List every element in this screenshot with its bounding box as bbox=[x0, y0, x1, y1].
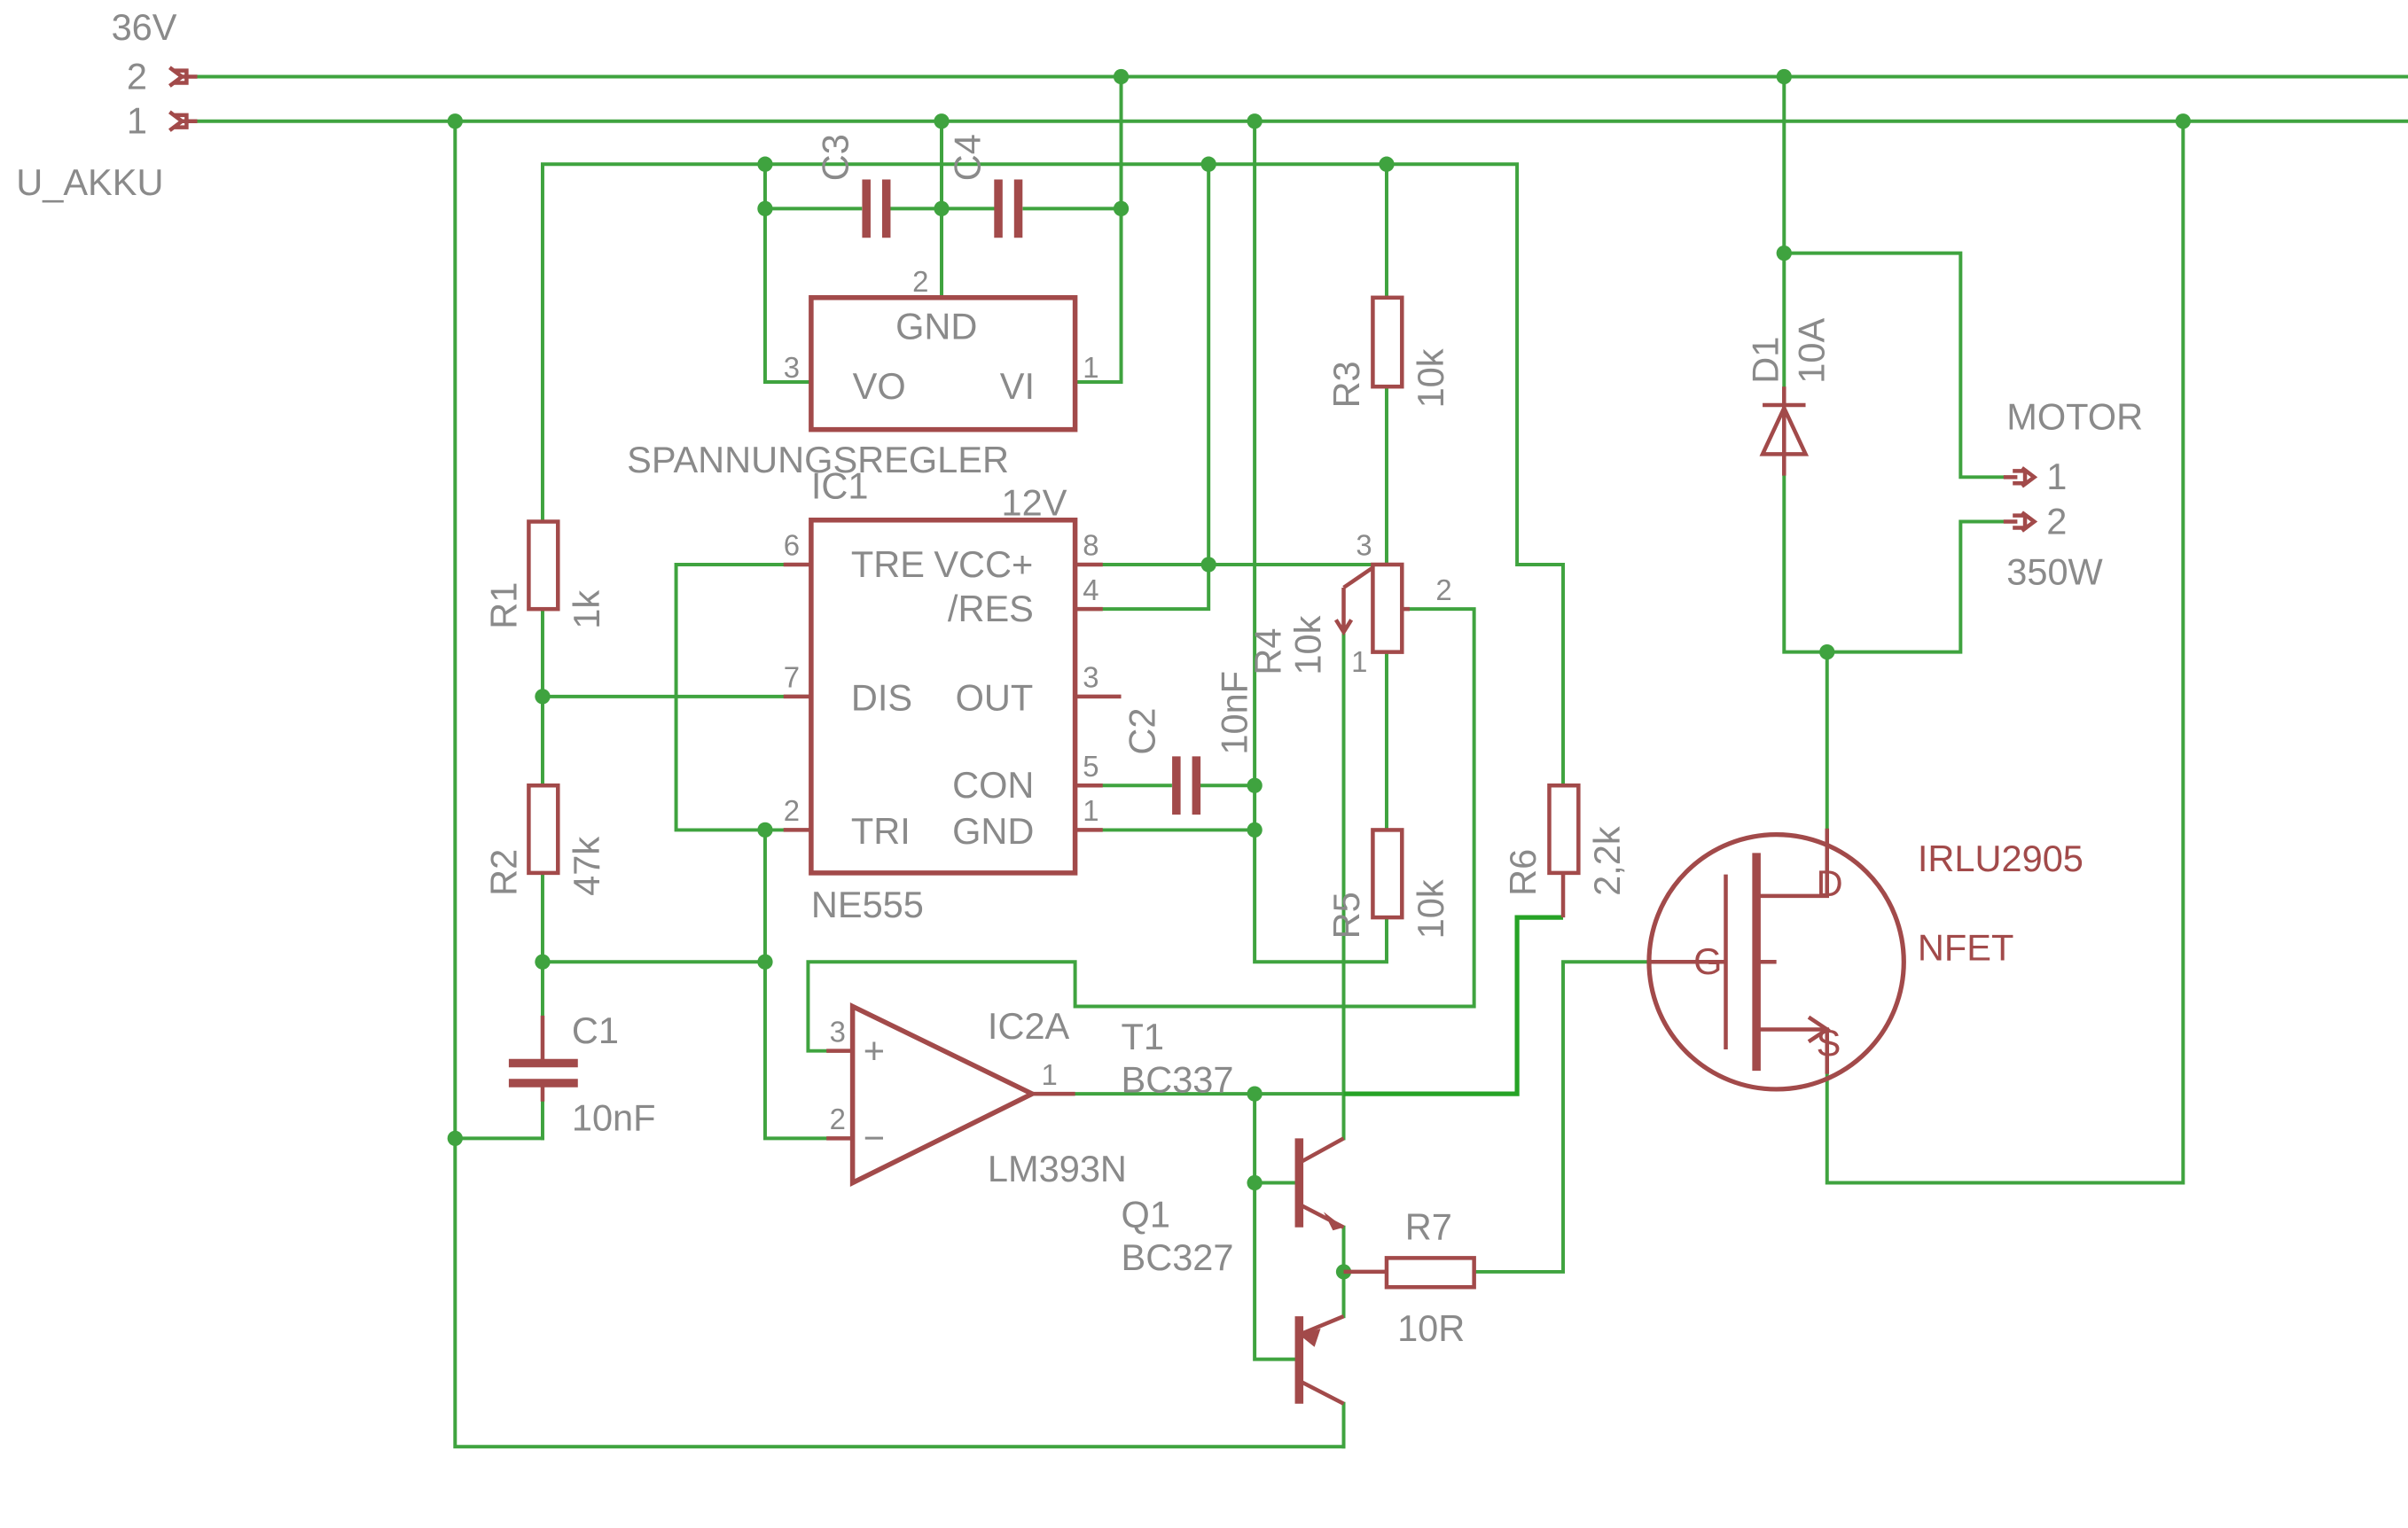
timer-pin-6: 6 bbox=[784, 529, 800, 562]
potentiometer-r4: 3 2 1 R4 10k bbox=[1247, 529, 1452, 679]
regulator-pin-3-number: 3 bbox=[784, 351, 800, 384]
timer-ic: IC1 NE555 TRE VCC+ /RES DIS OUT CON TRI … bbox=[783, 465, 1122, 925]
comparator-value: LM393N bbox=[988, 1148, 1127, 1189]
capacitor-c4: C4 bbox=[946, 134, 1023, 238]
d1-value: 10A bbox=[1790, 318, 1832, 384]
timer-value: NE555 bbox=[811, 884, 924, 925]
timer-pin-4: 4 bbox=[1083, 573, 1098, 606]
comparator-ic: + − 3 2 1 IC2A LM393N bbox=[826, 1002, 1127, 1189]
timer-dis-label: DIS bbox=[851, 676, 912, 718]
regulator-name: SPANNUNGSREGLER bbox=[627, 439, 1009, 480]
q1-value: BC327 bbox=[1122, 1236, 1234, 1278]
r5-label: R5 bbox=[1325, 892, 1367, 939]
transistor-q2: Q1 BC327 bbox=[1122, 1194, 1345, 1406]
resistor-r6: R6 2,2k bbox=[1502, 783, 1628, 918]
r7-label: R7 bbox=[1405, 1206, 1452, 1248]
capacitor-c1: C1 10nF bbox=[508, 1010, 656, 1139]
motor-power: 350W bbox=[2006, 550, 2103, 592]
motor-connector: MOTOR 1 2 350W bbox=[2003, 396, 2143, 592]
r4-pin-2: 2 bbox=[1435, 573, 1451, 606]
resistor-r7: R7 10R bbox=[1343, 1206, 1476, 1349]
timer-pin-7: 7 bbox=[784, 660, 800, 693]
regulator-vo-pin-label: VO bbox=[853, 365, 906, 407]
resistor-r5: R5 10k bbox=[1325, 828, 1451, 939]
motor-pin-1: 1 bbox=[2046, 456, 2067, 497]
battery-label: U_AKKU bbox=[16, 161, 163, 203]
capacitor-c3: C3 bbox=[814, 134, 891, 238]
resistor-r3: R3 10k bbox=[1325, 295, 1451, 408]
c2-value: 10nF bbox=[1213, 671, 1255, 755]
timer-vcc-label: VCC+ bbox=[934, 543, 1033, 585]
mosfet: G D S IRLU2905 NFET bbox=[1646, 828, 2084, 1092]
timer-res-label: /RES bbox=[948, 588, 1034, 629]
t1-label: T1 bbox=[1122, 1016, 1164, 1057]
transistor-q1: T1 BC337 bbox=[1122, 1016, 1345, 1231]
resistor-r1: R1 1k bbox=[483, 519, 607, 629]
comparator-minus: − bbox=[864, 1117, 885, 1158]
r3-value: 10k bbox=[1410, 348, 1451, 408]
timer-gnd-label: GND bbox=[952, 810, 1034, 852]
regulator-vi-pin-label: VI bbox=[1000, 365, 1035, 407]
timer-out-label: OUT bbox=[956, 676, 1034, 718]
mosfet-part: IRLU2905 bbox=[1918, 838, 2084, 879]
wires bbox=[195, 74, 2408, 1449]
supply-connector: 36V 2 1 U_AKKU bbox=[16, 6, 198, 203]
c1-label: C1 bbox=[572, 1010, 619, 1051]
c3-label: C3 bbox=[814, 134, 856, 181]
r4-pin-1: 1 bbox=[1351, 645, 1367, 678]
timer-pin-2: 2 bbox=[784, 794, 800, 827]
regulator-gnd-pin-label: GND bbox=[895, 306, 977, 347]
comparator-plus: + bbox=[864, 1030, 885, 1072]
motor-label: MOTOR bbox=[2006, 396, 2143, 438]
r3-label: R3 bbox=[1325, 361, 1367, 408]
q1-label: Q1 bbox=[1122, 1194, 1170, 1236]
regulator-pin-2-number: 2 bbox=[912, 265, 928, 298]
mosfet-gate-label: G bbox=[1693, 940, 1722, 982]
timer-tre-label: TRE bbox=[851, 543, 925, 585]
r5-value: 10k bbox=[1410, 879, 1451, 939]
regulator-pin-1-number: 1 bbox=[1083, 351, 1098, 384]
t1-value: BC337 bbox=[1122, 1058, 1234, 1100]
junction-dots bbox=[447, 68, 2191, 1280]
resistor-r2: R2 47k bbox=[483, 783, 607, 896]
r6-value: 2,2k bbox=[1586, 826, 1628, 896]
diode-d1: D1 10A bbox=[1744, 318, 1832, 476]
r6-label: R6 bbox=[1502, 849, 1544, 896]
timer-tri-label: TRI bbox=[851, 810, 911, 852]
comparator-name: IC2A bbox=[988, 1005, 1070, 1047]
r7-value: 10R bbox=[1397, 1307, 1465, 1349]
timer-pin-5: 5 bbox=[1083, 750, 1098, 783]
comparator-pin-1: 1 bbox=[1042, 1058, 1058, 1091]
c4-label: C4 bbox=[946, 134, 988, 181]
r4-label: R4 bbox=[1247, 628, 1289, 675]
r1-value: 1k bbox=[566, 590, 607, 629]
comparator-pin-2: 2 bbox=[830, 1103, 846, 1135]
supply-voltage-label: 36V bbox=[112, 6, 177, 48]
regulator-value: 12V bbox=[1002, 482, 1067, 524]
voltage-regulator: GND VO VI 2 3 1 SPANNUNGSREGLER 12V bbox=[627, 265, 1098, 524]
mosfet-drain-label: D bbox=[1817, 862, 1843, 904]
timer-pin-1: 1 bbox=[1083, 794, 1098, 827]
r2-label: R2 bbox=[483, 849, 525, 896]
timer-pin-3: 3 bbox=[1083, 660, 1098, 693]
c2-label: C2 bbox=[1122, 708, 1163, 755]
r1-label: R1 bbox=[483, 582, 525, 629]
timer-name: IC1 bbox=[811, 465, 869, 507]
motor-pin-2: 2 bbox=[2046, 500, 2067, 542]
r4-pin-3: 3 bbox=[1356, 529, 1372, 562]
mosfet-type: NFET bbox=[1918, 927, 2013, 969]
d1-label: D1 bbox=[1744, 337, 1786, 384]
r4-value: 10k bbox=[1287, 615, 1329, 674]
mosfet-source-label: S bbox=[1817, 1022, 1841, 1064]
r2-value: 47k bbox=[566, 837, 607, 896]
supply-pin-2-label: 2 bbox=[127, 55, 147, 97]
timer-con-label: CON bbox=[952, 764, 1034, 806]
timer-pin-8: 8 bbox=[1083, 529, 1098, 562]
comparator-pin-3: 3 bbox=[830, 1015, 846, 1048]
capacitor-c2: C2 10nF bbox=[1122, 671, 1255, 815]
supply-pin-1-label: 1 bbox=[127, 100, 147, 142]
c1-value: 10nF bbox=[572, 1097, 656, 1139]
